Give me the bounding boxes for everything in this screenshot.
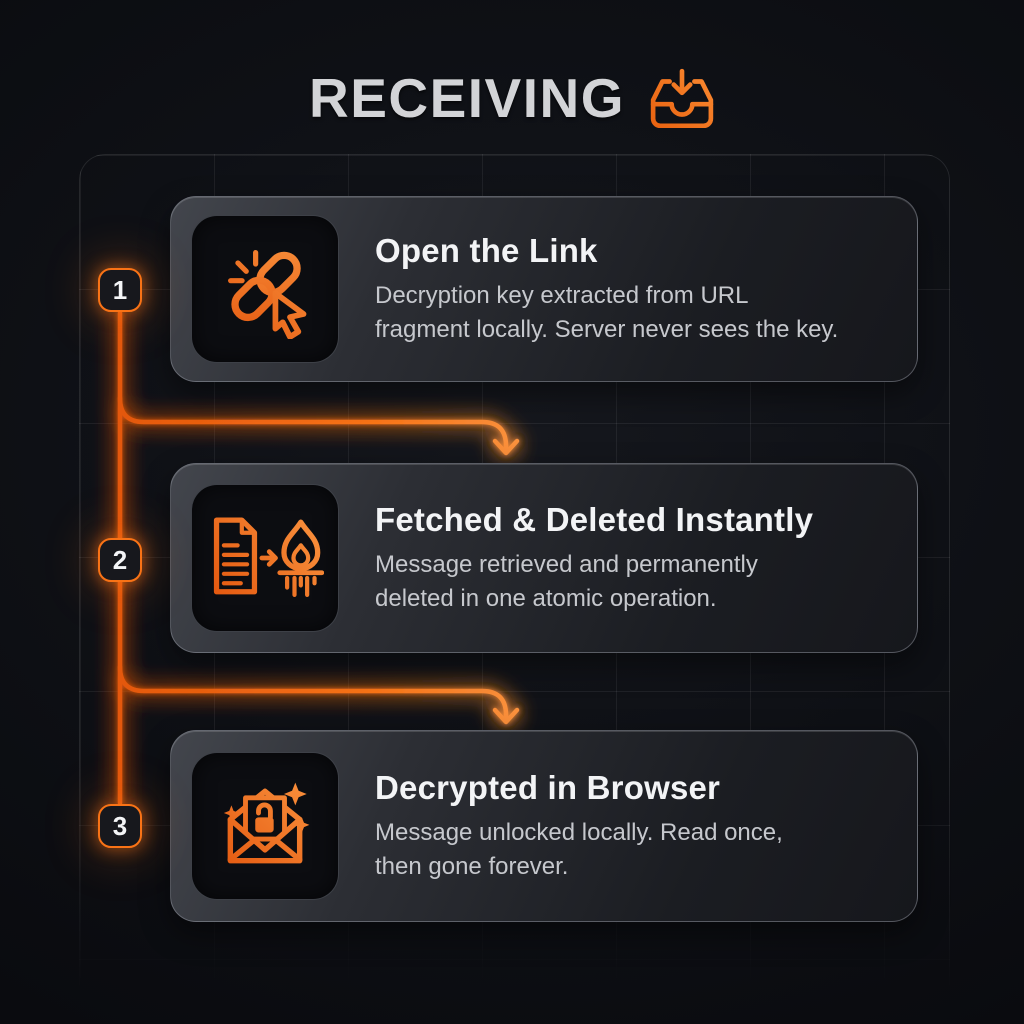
step-1-description-line-2: fragment locally. Server never sees the … <box>375 315 839 343</box>
step-1-title: Open the Link <box>375 231 598 269</box>
step-2-card: Fetched & Deleted Instantly Message retr… <box>170 463 918 653</box>
step-2-description-line-2: deleted in one atomic operation. <box>375 584 717 612</box>
step-3-description: Message unlocked locally. Read once, then… <box>375 816 783 884</box>
step-2-description: Message retrieved and permanently deleted… <box>375 548 813 616</box>
step-2-number: 2 <box>112 544 128 575</box>
envelope-unlock-icon <box>223 782 310 864</box>
step-2-icon-tile <box>191 484 339 632</box>
step-3-description-line-2: then gone forever. <box>375 852 569 880</box>
step-2-description-line-1: Message retrieved and permanently <box>375 550 758 578</box>
step-3-card: Decrypted in Browser Message unlocked lo… <box>170 730 918 922</box>
inbox-download-icon <box>650 68 714 128</box>
step-1-description-line-1: Decryption key extracted from URL <box>375 281 749 309</box>
step-1-description: Decryption key extracted from URL fragmen… <box>375 279 838 347</box>
step-3-number: 3 <box>112 810 128 841</box>
step-1-number-badge: 1 <box>98 268 142 312</box>
step-2-number-badge: 2 <box>98 538 142 582</box>
header: RECEIVING <box>0 66 1024 130</box>
step-1-number: 1 <box>112 274 128 305</box>
document-to-fire-icon <box>213 517 324 597</box>
step-3-number-badge: 3 <box>98 804 142 848</box>
step-1-card: Open the Link Decryption key extracted f… <box>170 196 918 382</box>
step-2-text-block: Fetched & Deleted Instantly Message retr… <box>375 501 813 616</box>
step-3-title: Decrypted in Browser <box>375 768 721 806</box>
step-1-icon-tile <box>191 215 339 363</box>
step-3-text-block: Decrypted in Browser Message unlocked lo… <box>375 769 783 884</box>
step-1-text-block: Open the Link Decryption key extracted f… <box>375 232 838 347</box>
broken-link-cursor-icon <box>228 249 307 339</box>
step-2-title: Fetched & Deleted Instantly <box>375 500 814 538</box>
step-3-description-line-1: Message unlocked locally. Read once, <box>375 818 783 846</box>
page-title: RECEIVING <box>308 67 626 129</box>
step-3-icon-tile <box>191 752 339 900</box>
